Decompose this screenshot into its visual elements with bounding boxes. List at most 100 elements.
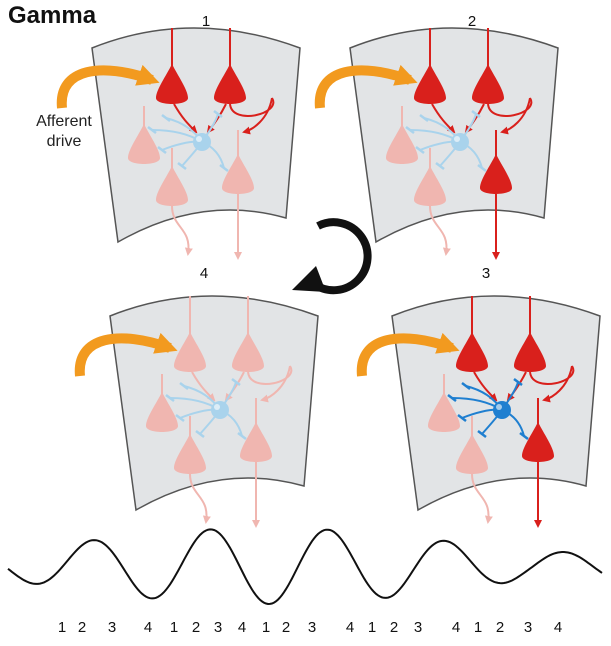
- cycle-label: 2: [390, 619, 398, 636]
- recurrent-axon: [242, 97, 273, 135]
- inhibitory-terminal: [461, 382, 471, 390]
- pyramidal-neuron: [232, 332, 264, 372]
- cycle-label: 1: [262, 619, 270, 636]
- pyramidal-neuron: [146, 392, 178, 432]
- interneuron-highlight: [496, 404, 502, 410]
- recurrent-axon: [247, 365, 293, 385]
- recurrent-axon: [229, 97, 275, 117]
- pyramidal-neuron: [480, 154, 512, 194]
- cycle-label: 2: [496, 619, 504, 636]
- inhibitory-terminal: [457, 414, 467, 422]
- cycle-label: 2: [282, 619, 290, 636]
- inhibitory-terminal: [477, 164, 487, 172]
- recurrent-axon: [529, 365, 575, 385]
- inhibitory-terminal: [219, 164, 229, 172]
- inhibitory-terminal: [177, 162, 187, 170]
- interneuron-highlight: [454, 136, 460, 142]
- cycle-label: 3: [108, 619, 116, 636]
- pyramidal-neuron: [428, 392, 460, 432]
- cycle-label: 4: [452, 619, 460, 636]
- cycle-label: 4: [238, 619, 246, 636]
- cycle-label: 3: [308, 619, 316, 636]
- pyramidal-neuron: [414, 64, 446, 104]
- inhibitory-terminal: [405, 126, 415, 134]
- afferent-drive-label: Afferent drive: [18, 112, 110, 152]
- afferent-label-line-1: Afferent: [36, 113, 92, 130]
- inhibitory-terminal: [513, 378, 523, 386]
- inhibitory-terminal: [165, 394, 175, 402]
- cycle-arrow-icon: [292, 218, 372, 295]
- inhibitory-terminal: [519, 432, 529, 440]
- excitatory-axon: [473, 371, 498, 402]
- panel-number-4: 4: [200, 265, 208, 282]
- interneuron-highlight: [214, 404, 220, 410]
- cycle-label: 3: [524, 619, 532, 636]
- interneuron: [193, 133, 211, 151]
- pyramidal-neuron: [128, 124, 160, 164]
- afferent-label-line-2: drive: [46, 133, 82, 150]
- axon-arrow: [171, 205, 193, 256]
- inhibitory-terminal: [147, 126, 157, 134]
- inhibitory-terminal: [477, 430, 487, 438]
- cycle-label: 1: [170, 619, 178, 636]
- inhibitory-terminal: [175, 414, 185, 422]
- inhibitory-terminal: [447, 394, 457, 402]
- circuit-panel-4: [74, 295, 319, 528]
- inhibitory-terminal: [157, 146, 167, 154]
- cycle-label: 4: [346, 619, 354, 636]
- axon-arrow: [471, 473, 493, 524]
- pyramidal-neuron: [174, 332, 206, 372]
- inhibitory-terminal: [419, 114, 429, 122]
- afferent-drive-arrow: [314, 64, 418, 109]
- recurrent-axon: [487, 97, 533, 117]
- pyramidal-neuron: [522, 422, 554, 462]
- inhibitory-terminal: [415, 146, 425, 154]
- pyramidal-neuron: [386, 124, 418, 164]
- excitatory-axon: [191, 371, 216, 402]
- inhibitory-terminal: [471, 110, 481, 118]
- pyramidal-neuron: [214, 64, 246, 104]
- cycle-label: 1: [58, 619, 66, 636]
- axon-arrow: [189, 473, 211, 524]
- cycle-label: 3: [414, 619, 422, 636]
- recurrent-axon: [500, 97, 531, 135]
- inhibitory-terminal: [161, 114, 171, 122]
- inhibitory-terminal: [237, 432, 247, 440]
- figure-title: Gamma: [8, 2, 97, 29]
- inhibitory-terminal: [195, 430, 205, 438]
- cycle-label: 2: [78, 619, 86, 636]
- afferent-drive-arrow: [56, 64, 160, 109]
- cycle-label: 4: [554, 619, 562, 636]
- cycle-label: 3: [214, 619, 222, 636]
- cycle-label: 1: [474, 619, 482, 636]
- pyramidal-neuron: [456, 332, 488, 372]
- circuit-panel-3: [356, 295, 601, 528]
- cycle-label: 4: [144, 619, 152, 636]
- inhibitory-terminal: [231, 378, 241, 386]
- interneuron: [493, 401, 511, 419]
- pyramidal-neuron: [514, 332, 546, 372]
- pyramidal-neuron: [240, 422, 272, 462]
- circuit-panel-2: [314, 27, 559, 260]
- inhibitory-terminal: [213, 110, 223, 118]
- pyramidal-neuron: [456, 434, 488, 474]
- circuit-panel-1: [56, 27, 301, 260]
- cycle-label: 2: [192, 619, 200, 636]
- gamma-oscillation-wave: [7, 528, 603, 606]
- excitatory-axon: [431, 103, 456, 134]
- panel-number-3: 3: [482, 265, 490, 282]
- axon-arrow: [429, 205, 451, 256]
- interneuron: [451, 133, 469, 151]
- pyramidal-neuron: [156, 166, 188, 206]
- interneuron: [211, 401, 229, 419]
- excitatory-axon: [173, 103, 198, 134]
- afferent-drive-arrow: [356, 332, 460, 377]
- pyramidal-neuron: [472, 64, 504, 104]
- cycle-label: 1: [368, 619, 376, 636]
- pyramidal-neuron: [174, 434, 206, 474]
- inhibitory-terminal: [435, 162, 445, 170]
- recurrent-axon: [542, 365, 573, 403]
- interneuron-highlight: [196, 136, 202, 142]
- afferent-drive-arrow: [74, 332, 178, 377]
